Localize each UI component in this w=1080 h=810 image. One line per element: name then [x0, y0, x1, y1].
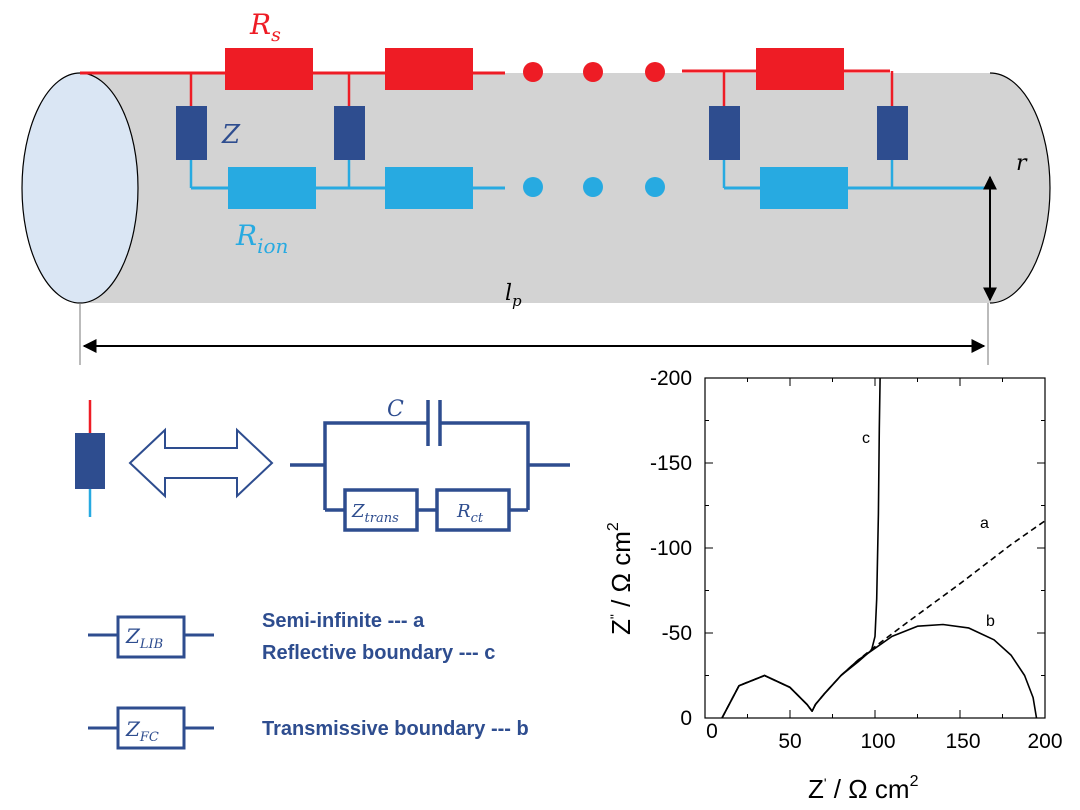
series-line-c: [721, 377, 881, 719]
y-tick-label: -100: [650, 537, 692, 560]
zfc-label: ZFC: [125, 717, 159, 745]
pore-right-end: [989, 72, 1051, 304]
z-label: Z: [221, 120, 241, 150]
x-tick-label: 150: [945, 730, 980, 753]
rion-rail: [191, 167, 990, 209]
element-detail: C Ztrans Rct: [75, 397, 570, 532]
rct-label: Rct: [456, 501, 484, 526]
zlib-symbol: [88, 615, 214, 659]
legend-semi-infinite: Semi-infinite --- a: [262, 610, 425, 632]
rs-label: Rs: [249, 8, 281, 46]
rion-resistor: [760, 167, 848, 209]
capacitor-label: C: [387, 397, 404, 422]
series-label-a: a: [980, 515, 989, 532]
x-tick-label: 100: [860, 730, 895, 753]
x-axis-label: Z' / Ω cm2: [808, 773, 919, 804]
y-tick-label: -150: [650, 452, 692, 475]
z-element: [334, 106, 365, 160]
x-tick-label: 50: [778, 730, 801, 753]
y-axis-label: Z" / Ω cm2: [605, 522, 636, 635]
rs-resistor: [385, 48, 473, 90]
rion-resistor: [228, 167, 316, 209]
z-element: [877, 106, 908, 160]
rs-resistor: [756, 48, 844, 90]
zlib-label: ZLIB: [125, 624, 163, 652]
rion-resistor: [385, 167, 473, 209]
rion-ellipsis-dot: [645, 177, 665, 197]
series-label-b: b: [986, 613, 995, 630]
rion-ellipsis-dot: [583, 177, 603, 197]
zfc-symbol: [88, 706, 214, 750]
z-element-symbol: [75, 433, 105, 489]
y-tick-label: -50: [662, 622, 692, 645]
y-tick-label: 0: [680, 707, 692, 730]
rs-ellipsis-dot: [523, 62, 543, 82]
nyquist-chart: 0 50 100 150 200 0 -50 -100 -150 -200 Z'…: [605, 367, 1063, 804]
rion-label: Rion: [235, 219, 288, 258]
pore-opening: [21, 72, 139, 304]
equivalent-circuit: [290, 400, 570, 532]
length-label: lp: [505, 281, 522, 310]
equivalence-arrow: [128, 427, 274, 499]
axis-ticks: [704, 377, 1046, 719]
z-element: [176, 106, 207, 160]
boundary-legend: ZLIB ZFC Semi-infinite --- a Reflective …: [88, 610, 529, 750]
rs-rail: [80, 48, 890, 90]
legend-reflective: Reflective boundary --- c: [262, 642, 495, 664]
ztrans-label: Ztrans: [351, 501, 399, 526]
x-tick-label: 0: [706, 720, 718, 743]
plot-frame: [704, 377, 1046, 719]
rs-ellipsis-dot: [645, 62, 665, 82]
rs-resistor: [225, 48, 313, 90]
z-branches: [176, 71, 908, 188]
series-layer: [721, 377, 1046, 719]
x-tick-label: 200: [1027, 730, 1062, 753]
series-label-c: c: [862, 430, 870, 447]
z-element: [709, 106, 740, 160]
rs-ellipsis-dot: [583, 62, 603, 82]
y-tick-label: -200: [650, 367, 692, 390]
rion-ellipsis-dot: [523, 177, 543, 197]
radius-label: r: [1016, 151, 1028, 176]
pore-model: Rs Z Rion r lp: [21, 8, 1051, 365]
legend-transmissive: Transmissive boundary --- b: [262, 718, 529, 740]
